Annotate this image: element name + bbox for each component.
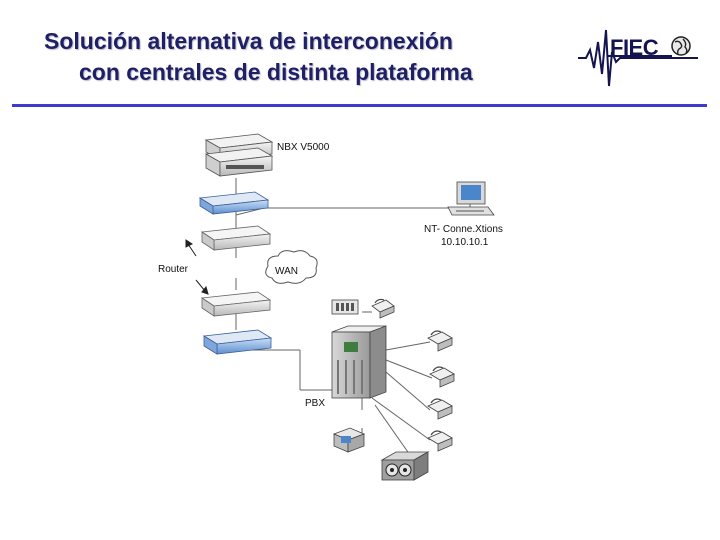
nt-name-label: NT- Conne.Xtions: [424, 224, 503, 235]
router-icon-bottom: [200, 291, 272, 317]
fiec-logo: FIEC: [578, 22, 698, 94]
tape-drive-icon: [380, 451, 430, 481]
router-label: Router: [158, 264, 189, 275]
title-line-2: con centrales de distinta plataforma: [79, 59, 473, 85]
computer-icon: [447, 181, 495, 216]
router-icon: [200, 225, 272, 251]
logo-text: FIEC: [610, 35, 659, 60]
phone-icon: [427, 430, 453, 452]
title-divider: [12, 104, 707, 107]
server-label: NBX V5000: [277, 142, 330, 153]
switch-icon-bottom: [202, 329, 273, 355]
phone-icon: [429, 366, 455, 388]
slide-title: Solución alternativa de interconexión co…: [44, 26, 564, 88]
nt-ip-label: 10.10.10.1: [441, 237, 489, 248]
nbx-server-icon: [204, 133, 274, 177]
wan-label: WAN: [275, 266, 298, 277]
phone-icon: [427, 398, 453, 420]
title-line-1: Solución alternativa de interconexión: [44, 28, 453, 54]
logo-waveform-icon: [578, 29, 698, 87]
phone-icon: [427, 330, 453, 352]
phone-icon: [371, 298, 395, 319]
small-device-icon: [331, 299, 359, 315]
pbx-icon: [331, 325, 387, 399]
router-arrows: [185, 239, 209, 295]
printer-icon: [332, 427, 366, 453]
cloud-icon: [265, 250, 318, 284]
earth-globe-icon: [671, 36, 691, 56]
switch-icon: [198, 191, 270, 215]
connection-lines: [235, 178, 471, 456]
pbx-label: PBX: [305, 398, 325, 409]
